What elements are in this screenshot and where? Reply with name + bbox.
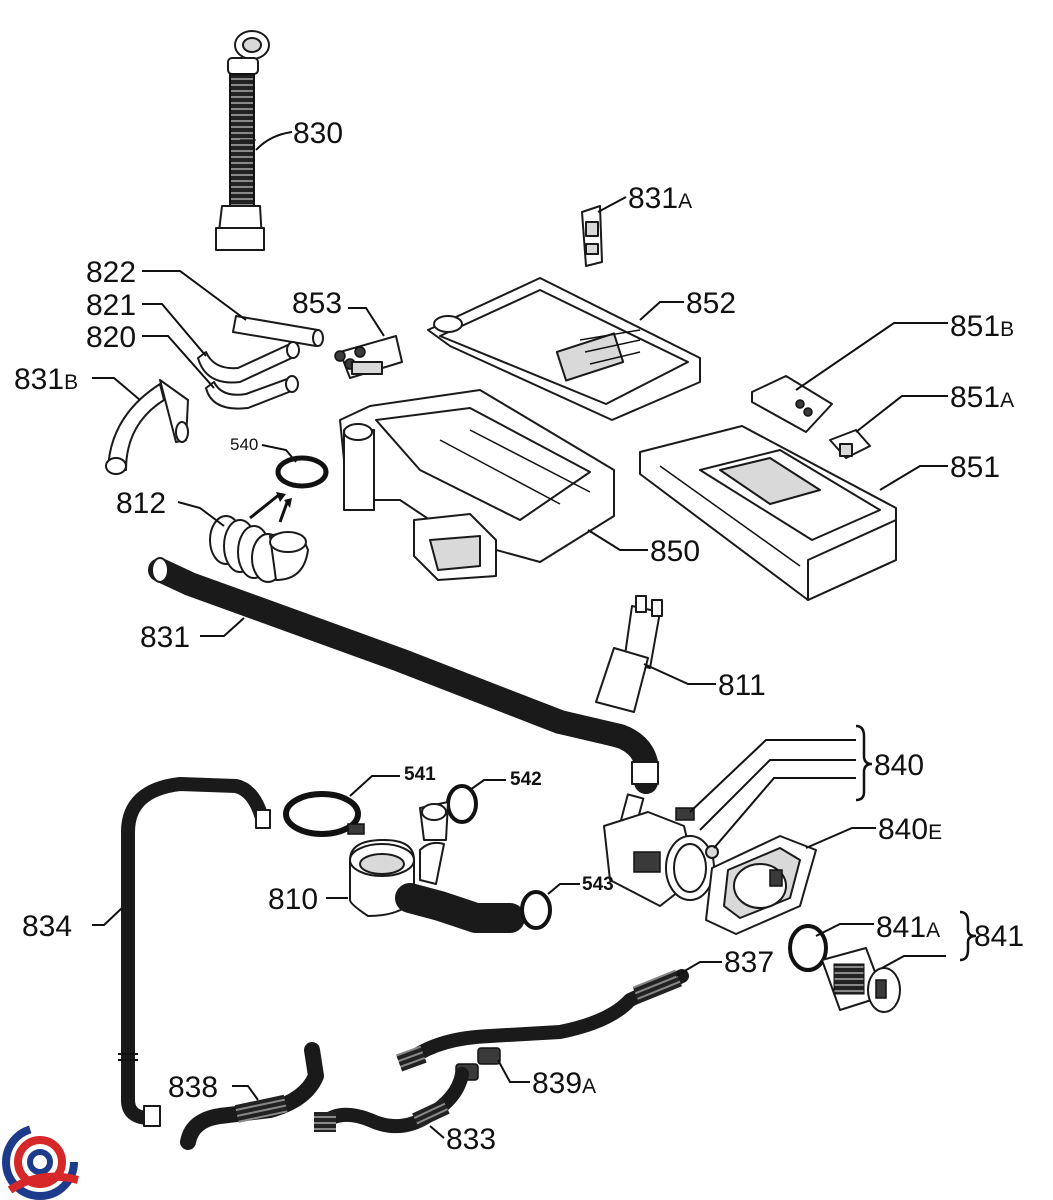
label-838: 838: [168, 1071, 218, 1104]
part-838-hose: [180, 1042, 324, 1150]
part-821-pipe: [197, 341, 300, 384]
part-830-drain-hose: [215, 30, 270, 251]
label-850: 850: [650, 535, 700, 568]
label-830: 830: [293, 117, 343, 150]
part-831b-hose-clip: [105, 379, 189, 475]
part-841a-seal: [788, 924, 828, 972]
label-820: 820: [86, 321, 136, 354]
label-839a: 839A: [532, 1067, 596, 1100]
part-540-clamp: [275, 455, 329, 489]
part-851a-lever: [829, 429, 871, 459]
part-833-hose: [314, 1067, 469, 1133]
label-831: 831: [140, 621, 190, 654]
part-853-valve: [334, 335, 403, 379]
label-831b: 831B: [14, 363, 78, 396]
part-852-dispenser-lid: [427, 277, 701, 421]
part-840e-pump-housing: [705, 835, 817, 935]
label-840e: 840E: [878, 813, 942, 846]
label-821: 821: [86, 289, 136, 322]
label-837: 837: [724, 946, 774, 979]
label-822: 822: [86, 256, 136, 289]
label-810: 810: [268, 883, 318, 916]
label-851b: 851B: [950, 310, 1014, 343]
part-840-pump: [603, 793, 719, 907]
label-833: 833: [446, 1123, 496, 1156]
label-543: 543: [582, 874, 614, 895]
label-811: 811: [718, 669, 766, 702]
brand-logo: [2, 1124, 80, 1200]
part-820-pipe: [205, 375, 299, 410]
part-850-dispenser-housing: [339, 389, 615, 581]
part-543-clamp: [520, 890, 552, 930]
label-841: 841: [974, 920, 1024, 953]
part-831a-clip: [581, 205, 603, 267]
part-541-clamp: [283, 791, 365, 837]
part-834-hose: [118, 777, 271, 1127]
label-840: 840: [874, 749, 924, 782]
label-834: 834: [22, 910, 72, 943]
label-542: 542: [510, 769, 542, 790]
label-812: 812: [116, 487, 166, 520]
part-851-drawer: [639, 425, 897, 601]
part-841-filter: [821, 947, 901, 1013]
part-542-clamp: [446, 784, 478, 824]
label-831a: 831A: [628, 182, 692, 215]
part-822-pipe: [232, 315, 324, 347]
label-853: 853: [292, 287, 342, 320]
part-811-pipe: [595, 595, 663, 713]
label-851a: 851A: [950, 381, 1014, 414]
label-541: 541: [404, 764, 436, 785]
label-841a: 841A: [876, 911, 940, 944]
part-810-sump-hose: [349, 801, 525, 933]
part-851b-button: [751, 375, 833, 433]
part-812-bellows: [209, 492, 309, 583]
label-540: 540: [230, 435, 258, 454]
part-837-hose: [395, 969, 689, 1072]
label-851: 851: [950, 451, 1000, 484]
part-831-drain-hose: [148, 557, 659, 794]
label-852: 852: [686, 287, 736, 320]
